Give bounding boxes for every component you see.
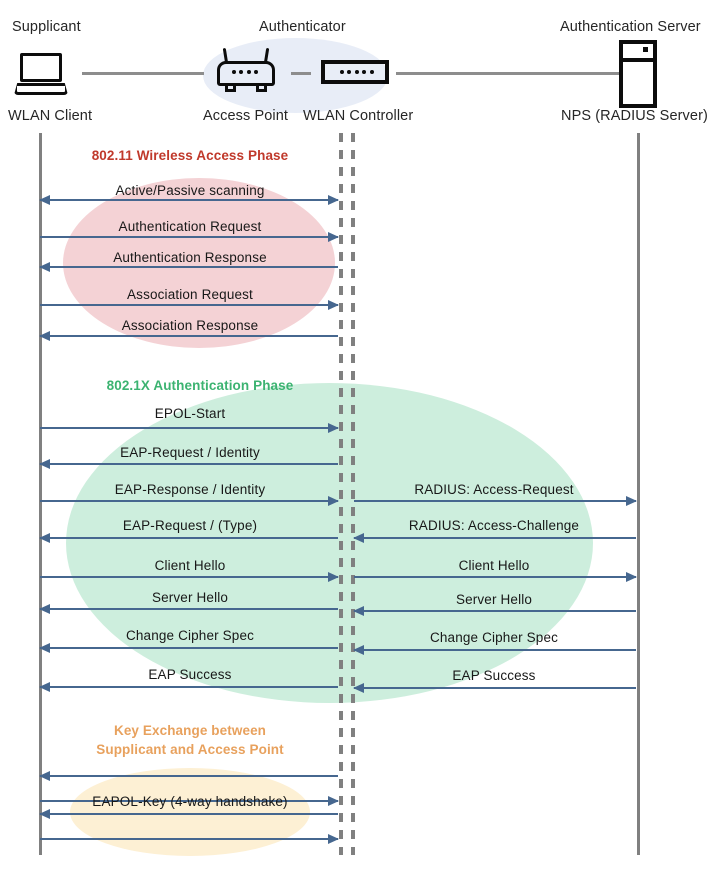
message-label: Authentication Request bbox=[118, 219, 262, 234]
message-arrow bbox=[39, 261, 338, 272]
message-arrow bbox=[40, 299, 339, 310]
message-label: EPOL-Start bbox=[154, 406, 226, 421]
access-point-icon bbox=[217, 47, 275, 92]
message-arrow bbox=[39, 603, 338, 614]
node-role-auth-server: Authentication Server bbox=[560, 19, 701, 35]
node-name-nps-radius-server: NPS (RADIUS Server) bbox=[561, 108, 708, 124]
message-arrow bbox=[39, 808, 338, 819]
phase-label-key-exchange-line1: Key Exchange between bbox=[113, 723, 267, 738]
message-arrow bbox=[40, 833, 339, 844]
message-label: Change Cipher Spec bbox=[429, 630, 559, 645]
message-arrow bbox=[353, 644, 636, 655]
message-label: RADIUS: Access-Request bbox=[414, 482, 574, 497]
phase-label-dot1x-auth: 802.1X Authentication Phase bbox=[106, 378, 294, 393]
message-arrow bbox=[39, 330, 338, 341]
message-label: Association Response bbox=[121, 318, 259, 333]
lifeline-access-point bbox=[339, 133, 343, 855]
message-arrow bbox=[40, 231, 339, 242]
phase-blob-key-exchange bbox=[70, 768, 310, 856]
message-label: Authentication Response bbox=[113, 250, 267, 265]
message-label: Association Request bbox=[127, 287, 253, 302]
lifeline-wlan-controller bbox=[351, 133, 355, 855]
authenticator-highlight-blob bbox=[203, 38, 388, 113]
message-label: Change Cipher Spec bbox=[125, 628, 255, 643]
message-arrow bbox=[353, 532, 636, 543]
message-arrow bbox=[39, 194, 339, 205]
phase-label-key-exchange-line2: Supplicant and Access Point bbox=[96, 742, 284, 757]
message-label: EAP-Response / Identity bbox=[114, 482, 266, 497]
message-label: RADIUS: Access-Challenge bbox=[408, 518, 580, 533]
lifeline-auth-server bbox=[637, 133, 640, 855]
message-label: EAPOL-Key (4-way handshake) bbox=[92, 794, 288, 809]
wire-client-to-ap bbox=[82, 72, 204, 75]
server-icon bbox=[619, 40, 657, 108]
node-name-wlan-client: WLAN Client bbox=[8, 108, 93, 124]
laptop-icon bbox=[14, 53, 68, 95]
wire-controller-to-server bbox=[396, 72, 620, 75]
message-label: Server Hello bbox=[455, 592, 533, 607]
node-name-access-point: Access Point bbox=[203, 108, 289, 124]
wlan-controller-icon bbox=[321, 60, 389, 84]
message-arrow bbox=[39, 770, 338, 781]
lifeline-supplicant bbox=[39, 133, 42, 855]
message-label: EAP-Request / Identity bbox=[120, 445, 260, 460]
message-label: Server Hello bbox=[151, 590, 229, 605]
message-label: EAP Success bbox=[148, 667, 232, 682]
message-arrow bbox=[353, 605, 636, 616]
phase-label-key-exchange: Key Exchange between Supplicant and Acce… bbox=[55, 721, 325, 759]
message-arrow bbox=[40, 571, 339, 582]
message-arrow bbox=[40, 422, 339, 433]
message-arrow bbox=[39, 458, 338, 469]
message-arrow bbox=[353, 682, 636, 693]
phase-blob-wireless-access bbox=[63, 178, 335, 348]
message-arrow bbox=[40, 495, 339, 506]
message-arrow bbox=[40, 795, 339, 806]
node-name-wlan-controller: WLAN Controller bbox=[303, 108, 414, 124]
phase-label-wireless-access: 802.11 Wireless Access Phase bbox=[91, 148, 289, 163]
node-role-authenticator: Authenticator bbox=[259, 19, 346, 35]
message-label: Client Hello bbox=[154, 558, 226, 573]
message-label: Client Hello bbox=[458, 558, 530, 573]
message-arrow bbox=[39, 642, 338, 653]
message-label: EAP Success bbox=[452, 668, 536, 683]
node-role-supplicant: Supplicant bbox=[12, 19, 81, 35]
wire-ap-to-controller bbox=[291, 72, 311, 75]
message-label: EAP-Request / (Type) bbox=[122, 518, 258, 533]
message-arrow bbox=[39, 681, 338, 692]
message-arrow bbox=[354, 571, 637, 582]
message-arrow bbox=[354, 495, 637, 506]
message-arrow bbox=[39, 532, 338, 543]
message-label: Active/Passive scanning bbox=[115, 183, 265, 198]
